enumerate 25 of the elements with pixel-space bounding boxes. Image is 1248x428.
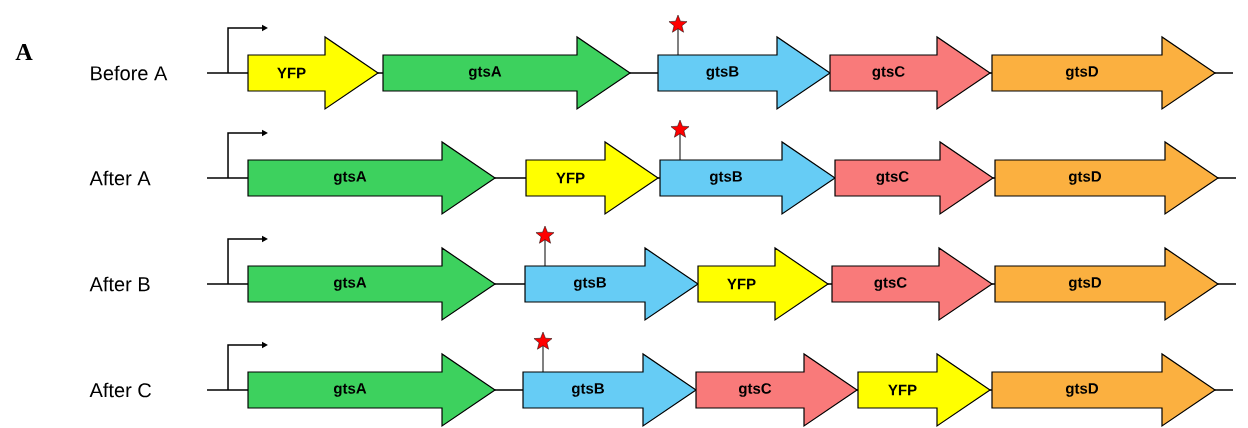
gene-block: gtsB	[657, 35, 832, 111]
gene-block: gtsB	[659, 140, 837, 216]
row-label: Before A	[91, 65, 168, 81]
gene-block: gtsA	[382, 35, 632, 111]
panel-letter: A	[15, 44, 33, 60]
gene-block: gtsA	[247, 246, 497, 322]
gene-block: gtsD	[994, 246, 1220, 322]
gene-block: gtsA	[247, 352, 497, 428]
row-label: After C	[89, 382, 151, 398]
gene-block: gtsC	[829, 35, 992, 111]
gene-block: gtsC	[834, 140, 995, 216]
gene-block: gtsA	[247, 140, 497, 216]
gene-block: gtsD	[991, 352, 1217, 428]
gene-block: gtsC	[831, 246, 994, 322]
row-label: After A	[89, 170, 151, 186]
gene-block: gtsC	[695, 352, 859, 428]
gene-block: gtsD	[991, 35, 1217, 111]
gene-block: gtsB	[522, 352, 698, 428]
gene-block: YFP	[247, 35, 380, 111]
gene-block: gtsD	[994, 140, 1220, 216]
gene-block: YFP	[697, 246, 830, 322]
gene-block: gtsB	[524, 246, 700, 322]
row-label: After B	[89, 276, 150, 292]
gene-block: YFP	[525, 140, 660, 216]
gene-block: YFP	[857, 352, 992, 428]
